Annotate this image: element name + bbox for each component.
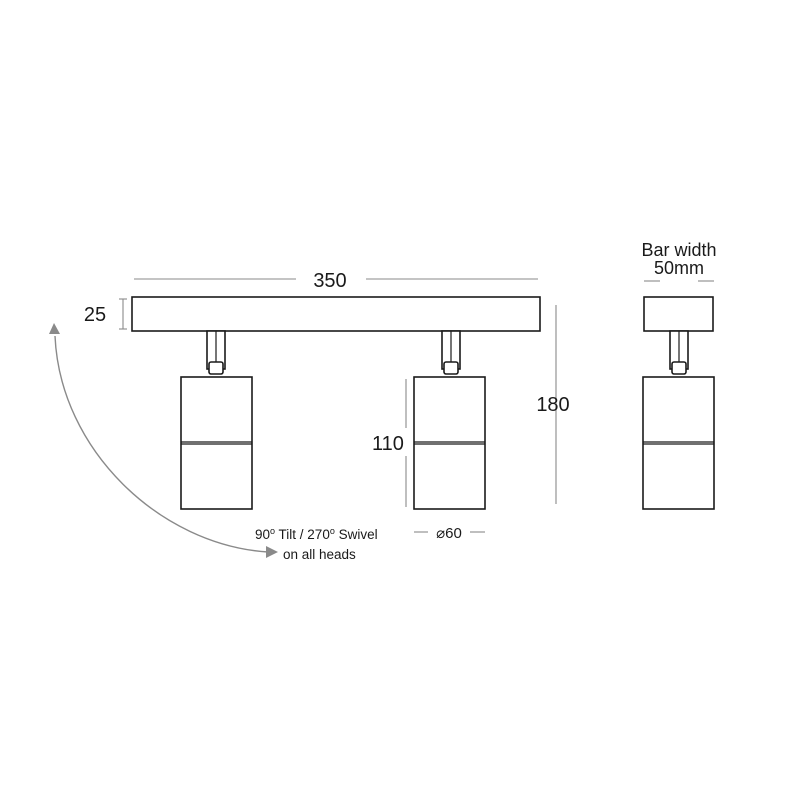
note-line-2: on all heads [283, 547, 356, 562]
tilt-swivel-note: 90o Tilt / 270o Swivel on all heads [255, 526, 378, 562]
tilt-label: Tilt / 270 [275, 527, 330, 542]
spotlight-head-side [642, 330, 715, 510]
spotlight-head-right [413, 330, 486, 510]
dimension-total-height: 180 [536, 305, 570, 504]
bar-end-profile [643, 296, 714, 332]
front-view: 350 25 180 110 ⌀60 [49, 270, 570, 562]
bar-width-label-line1: Bar width [641, 240, 716, 260]
head-height-label: 110 [372, 433, 404, 455]
dimension-bar-length: 350 [134, 270, 538, 292]
spotlight-head-left [180, 330, 253, 510]
tilt-knuckle [208, 361, 224, 375]
degree-sign: o [330, 526, 335, 536]
head-body [642, 376, 715, 510]
head-body [413, 376, 486, 510]
mounting-bar [131, 296, 541, 332]
tilt-knuckle [671, 361, 687, 375]
swivel-arc [54, 335, 269, 553]
side-view: Bar width 50mm [641, 240, 717, 510]
total-height-label: 180 [536, 394, 569, 416]
bar-length-label: 350 [313, 270, 346, 292]
swivel-label: Swivel [335, 527, 378, 542]
dimension-head-diameter: ⌀60 [414, 525, 485, 542]
dimension-bar-height: 25 [84, 298, 127, 330]
tilt-degrees: 90 [255, 527, 270, 542]
tilt-swivel-arrow [49, 323, 278, 558]
bar-height-label: 25 [84, 304, 106, 326]
arrowhead-right-icon [266, 546, 278, 558]
head-body [180, 376, 253, 510]
bar-width-label-line2: 50mm [654, 258, 704, 278]
note-line-1: 90o Tilt / 270o Swivel [255, 526, 378, 542]
dimension-head-height: 110 [372, 379, 407, 507]
head-diameter-label: ⌀60 [436, 525, 462, 542]
tilt-knuckle [443, 361, 459, 375]
degree-sign: o [270, 526, 275, 536]
arrowhead-up-icon [49, 323, 60, 334]
